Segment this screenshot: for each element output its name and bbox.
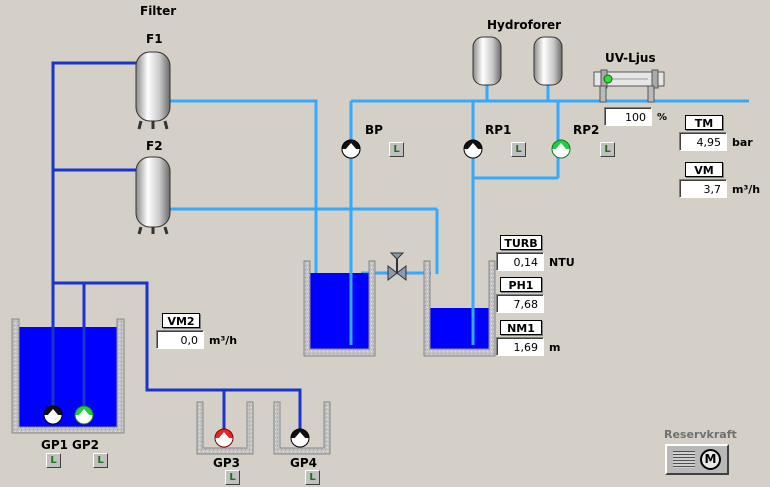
basin-right: [423, 260, 496, 357]
rp1-local-button[interactable]: L: [511, 142, 526, 157]
pump-pit-gp4: [273, 401, 331, 455]
main-reservoir: [11, 318, 125, 434]
gp1-local-button[interactable]: L: [46, 453, 61, 468]
tm-value: 4,95: [679, 132, 727, 151]
reserve-power-button[interactable]: M: [665, 444, 729, 475]
pump-gp1-label: GP1: [41, 438, 68, 452]
nm1-unit: m: [549, 341, 561, 354]
gp3-local-button[interactable]: L: [225, 470, 240, 485]
ph1-tag[interactable]: PH1: [500, 277, 542, 292]
vm2-unit: m³/h: [209, 334, 238, 347]
vm2-tag[interactable]: VM2: [162, 313, 200, 328]
nm1-value: 1,69: [496, 337, 544, 356]
pump-gp4[interactable]: [290, 428, 310, 448]
uv-title: UV-Ljus: [605, 51, 656, 65]
transfer-valve[interactable]: [387, 252, 407, 282]
generator-grill-icon: [673, 451, 695, 468]
hydrofor-title: Hydroforer: [487, 18, 562, 32]
motor-icon: M: [700, 449, 721, 470]
filter-tank-f1: [135, 51, 171, 130]
gp4-local-button[interactable]: L: [305, 470, 320, 485]
reserve-power-label: Reservkraft: [664, 428, 737, 441]
hydrofor-tank-1: [472, 36, 502, 86]
pump-rp2[interactable]: [551, 139, 571, 159]
uv-status-indicator: [603, 74, 613, 84]
pump-rp2-label: RP2: [573, 123, 600, 137]
pump-gp2[interactable]: [74, 405, 94, 425]
vm-tag[interactable]: VM: [685, 162, 723, 177]
hydrofor-tank-2: [533, 36, 563, 86]
pump-rp1-label: RP1: [485, 123, 512, 137]
nm1-tag[interactable]: NM1: [500, 320, 542, 335]
uv-unit: [593, 69, 665, 103]
ph1-value: 7,68: [496, 294, 544, 313]
turb-tag[interactable]: TURB: [500, 235, 542, 250]
pump-gp4-label: GP4: [290, 456, 317, 470]
rp2-local-button[interactable]: L: [600, 142, 615, 157]
pump-gp3-label: GP3: [213, 456, 240, 470]
filter-title: Filter: [140, 4, 177, 18]
uv-percent-unit: %: [657, 112, 668, 123]
turb-value: 0,14: [496, 252, 544, 271]
vm-value: 3,7: [679, 179, 727, 198]
gp2-local-button[interactable]: L: [93, 453, 108, 468]
filter-f2-label: F2: [146, 139, 163, 153]
basin-left: [303, 260, 376, 357]
uv-percent-value: 100: [604, 107, 652, 126]
filter-tank-f2: [135, 156, 171, 235]
filter-f1-label: F1: [146, 32, 163, 46]
pump-bp[interactable]: [341, 139, 361, 159]
vm2-value: 0,0: [156, 330, 204, 349]
bp-local-button[interactable]: L: [389, 142, 404, 157]
tm-unit: bar: [732, 136, 753, 149]
pump-gp2-label: GP2: [72, 438, 99, 452]
pump-bp-label: BP: [365, 123, 383, 137]
tm-tag[interactable]: TM: [685, 115, 723, 130]
pump-rp1[interactable]: [463, 139, 483, 159]
pump-pit-gp3: [196, 401, 254, 455]
pump-gp3[interactable]: [214, 428, 234, 448]
pump-gp1[interactable]: [43, 405, 63, 425]
turb-unit: NTU: [549, 256, 575, 269]
vm-unit: m³/h: [732, 183, 761, 196]
